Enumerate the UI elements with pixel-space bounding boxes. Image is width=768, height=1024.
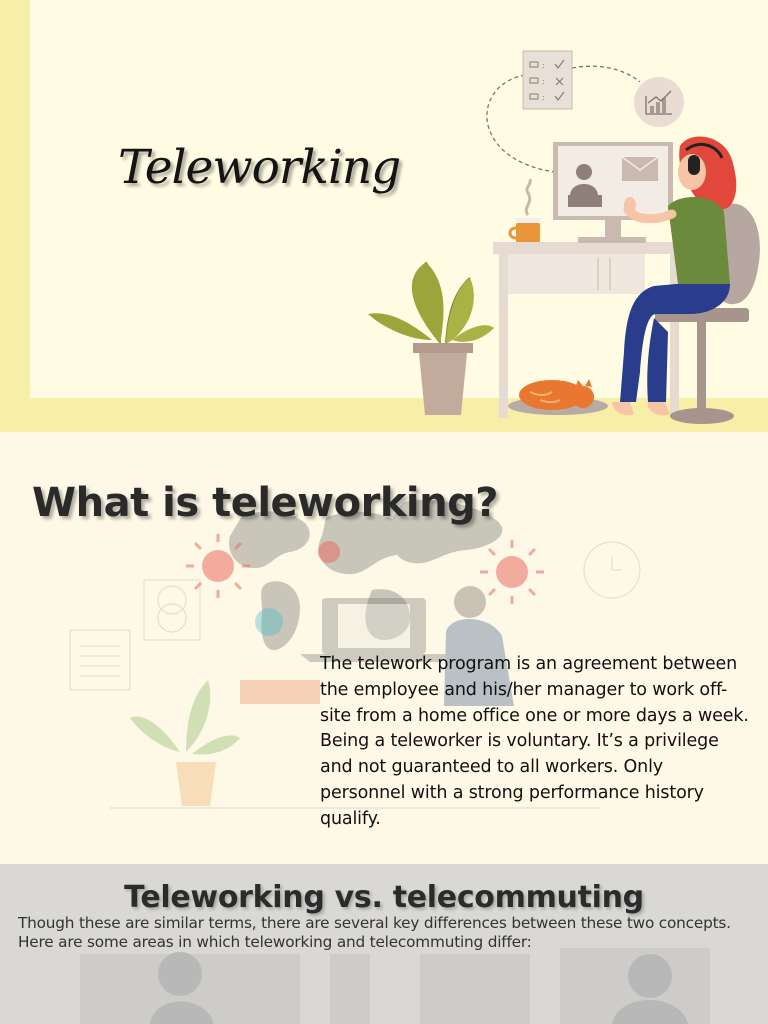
section-title: Teleworking vs. telecommuting	[124, 880, 644, 915]
teleworker-figure	[612, 136, 737, 416]
coffee-cup-icon	[508, 178, 540, 244]
headset-icon	[688, 155, 700, 175]
checklist-icon: : : :	[522, 50, 573, 110]
svg-text::: :	[542, 77, 545, 86]
desk	[493, 242, 679, 418]
clock-icon	[583, 541, 641, 599]
computer-icon	[553, 142, 673, 243]
section-title: What is teleworking?	[32, 480, 498, 526]
svg-text::: :	[542, 61, 545, 70]
background-people	[80, 948, 710, 1024]
hero-section: Teleworking : : :	[0, 0, 768, 432]
world-map-icon	[228, 500, 503, 651]
what-is-section: What is teleworking? The telework progra…	[0, 432, 768, 864]
section-body: Though these are similar terms, there ar…	[18, 914, 731, 951]
plant-icon	[368, 261, 494, 415]
page-title: Teleworking	[118, 140, 401, 195]
cat-icon	[508, 379, 608, 415]
comparison-section: Teleworking vs. telecommuting Though the…	[0, 864, 768, 1024]
section-body: The telework program is an agreement bet…	[320, 654, 749, 829]
svg-text::: :	[542, 93, 545, 102]
background-collage	[69, 500, 641, 809]
growth-chart-icon	[634, 77, 684, 127]
virus-icon	[202, 541, 528, 588]
document-icon	[69, 579, 201, 691]
teleworker-illustration: : : :	[368, 50, 760, 424]
